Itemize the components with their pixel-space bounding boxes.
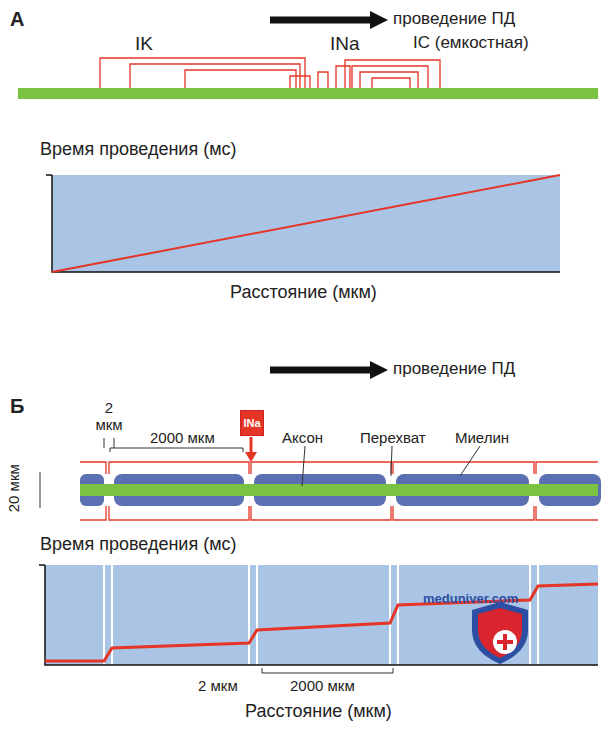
- label: meduniver.com: [423, 592, 518, 606]
- label: 2000 мкм: [290, 678, 355, 695]
- label: Перехват: [360, 430, 426, 447]
- label: А: [10, 8, 24, 30]
- label: 20 мкм: [6, 464, 23, 512]
- label: проведение ПД: [393, 360, 515, 379]
- label: 2 мкм: [198, 678, 238, 695]
- label: INa: [330, 34, 360, 55]
- label: Время проведения (мс): [40, 535, 237, 555]
- label: Б: [10, 395, 24, 417]
- label: 2 мкм: [92, 400, 126, 433]
- label: Миелин: [455, 430, 509, 447]
- label: Расстояние (мкм): [245, 702, 392, 722]
- label: IK: [135, 34, 153, 55]
- label: Время проведения (мс): [40, 140, 237, 160]
- label: 2000 мкм: [150, 430, 215, 447]
- label: Аксон: [282, 430, 323, 447]
- label: Расстояние (мкм): [230, 283, 377, 303]
- label: проведение ПД: [393, 10, 515, 29]
- current-box: INa: [240, 410, 264, 436]
- current-label: INa: [243, 417, 260, 429]
- label: IC (емкостная): [413, 34, 529, 53]
